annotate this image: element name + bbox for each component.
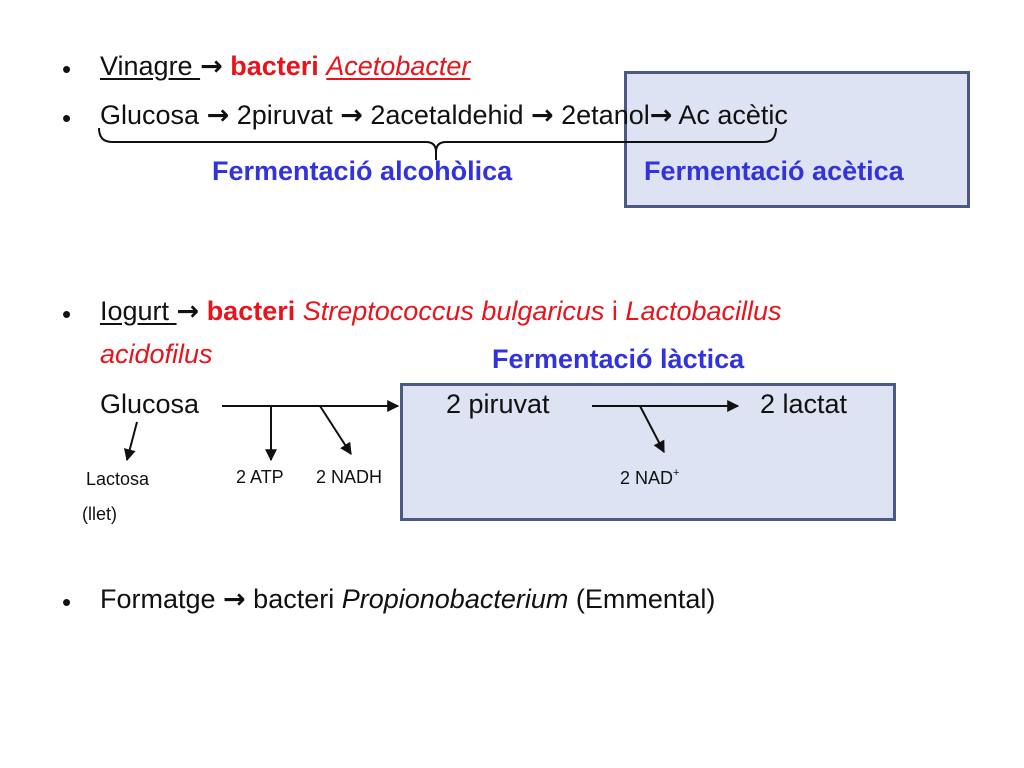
acetic-acid-term: Ac acètic [672, 100, 788, 130]
etanol-term: 2etanol [553, 100, 650, 130]
bullet: • [62, 103, 72, 133]
streptococcus-name: Streptococcus bulgaricus [302, 296, 605, 326]
piruvat-term: 2piruvat [229, 100, 341, 130]
nadh-arrow [319, 405, 352, 456]
arrow-icon: → [531, 100, 554, 131]
atp-label: 2 ATP [236, 467, 284, 487]
nadh-label: 2 NADH [316, 467, 383, 487]
lactobacillus-name: Lactobacillus [625, 296, 782, 326]
acidofilus-name: acidofilus [100, 339, 213, 369]
formatge-line: Formatge → bacteri Propionobacterium (Em… [100, 584, 716, 615]
formatge-label: Formatge [100, 584, 224, 614]
arrow-icon: → [340, 100, 363, 131]
lactat-term: 2 lactat [760, 389, 848, 419]
acetobacter-name: Acetobacter [326, 51, 471, 81]
nad-superscript: + [673, 467, 680, 479]
bullet: • [62, 299, 72, 329]
acetic-fermentation-label: Fermentació acètica [644, 156, 904, 186]
vinagre-line: Vinagre → bacteri Acetobacter [100, 51, 471, 82]
acetaldehid-term: 2acetaldehid [362, 100, 532, 130]
iogurt-line: Iogurt → bacteri Streptococcus bulgaricu… [100, 296, 782, 327]
lactic-piruvat-term: 2 piruvat [446, 389, 550, 419]
lactic-fermentation-label: Fermentació làctica [492, 344, 745, 374]
lactic-glucosa-term: Glucosa [100, 389, 200, 419]
nad-arrow [639, 405, 665, 454]
glucose-chain-line: Glucosa → 2piruvat → 2acetaldehid → 2eta… [100, 100, 788, 131]
bullet: • [62, 587, 72, 617]
propionobacterium-name: Propionobacterium [341, 584, 569, 614]
arrow-icon: → [176, 296, 200, 327]
nad-text: 2 NAD [620, 468, 674, 488]
llet-label: (llet) [82, 504, 117, 524]
alcoholic-fermentation-label: Fermentació alcohòlica [212, 156, 513, 186]
arrow-icon: → [200, 51, 223, 82]
iogurt-label: Iogurt [100, 296, 177, 326]
bacteri-label: bacteri [230, 51, 319, 81]
alcoholic-brace [98, 127, 777, 160]
arrow-icon: → [206, 100, 230, 131]
arrow-icon: → [223, 584, 246, 615]
arrow-icon: → [649, 100, 673, 131]
acetic-fermentation-box [624, 71, 970, 208]
nad-label: 2 NAD+ [620, 467, 680, 488]
bacteri-label: bacteri [206, 296, 296, 326]
lactosa-arrow [123, 421, 138, 462]
bullet: • [62, 54, 72, 84]
bacteri-label: bacteri [245, 584, 342, 614]
vinagre-label: Vinagre [100, 51, 201, 81]
lactosa-label: Lactosa [86, 469, 150, 489]
glucosa-term: Glucosa [100, 100, 207, 130]
emmental-note: (Emmental) [568, 584, 716, 614]
conjunction: i [604, 296, 626, 326]
